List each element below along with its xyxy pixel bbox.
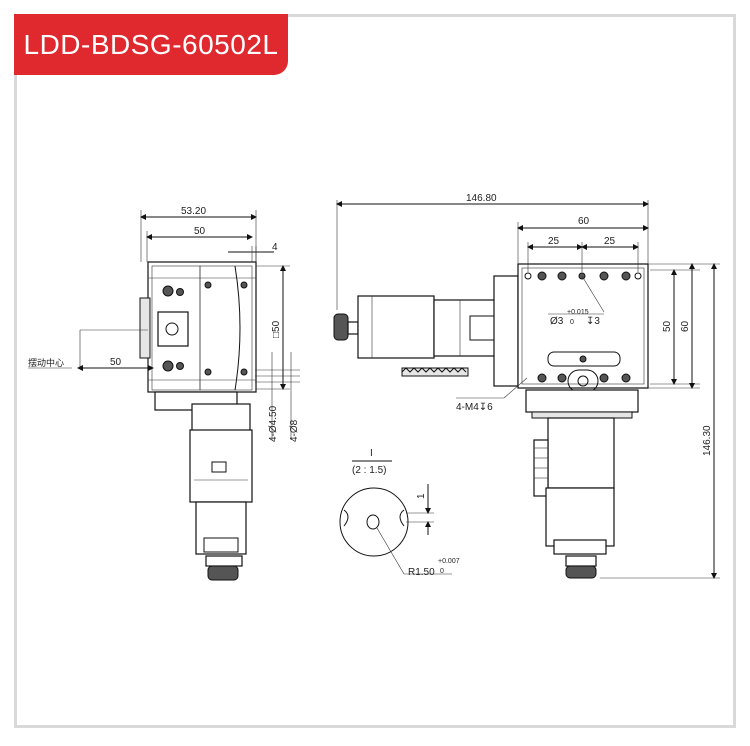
pivot-label: 摆动中心 — [28, 357, 64, 368]
left-view: 53.20 50 4 □50 4-Ø4.50 4-Ø8 摆动中心 50 — [28, 206, 300, 581]
left-motor — [189, 429, 253, 503]
right-motor — [357, 295, 435, 359]
dim-pin-hole: Ø3 — [550, 316, 564, 327]
detail-dim-gap: 1 — [416, 493, 427, 499]
dim-width: 50 — [194, 226, 206, 237]
dim-hole-small: 4-Ø4.50 — [268, 405, 279, 442]
detail-radius-tol-lower: 0 — [440, 568, 444, 575]
dim-thread: 4-M4↧6 — [456, 402, 493, 413]
dim-overall-width: 53.20 — [181, 206, 206, 217]
dim-hole-large: 4-Ø8 — [289, 419, 300, 442]
dim-pivot: 50 — [110, 357, 122, 368]
detail-radius-tol-upper: +0.007 — [438, 558, 460, 565]
dim-pin-depth: ↧3 — [586, 316, 600, 327]
detail-scale: (2 : 1.5) — [352, 465, 386, 476]
dim-side-50: 50 — [662, 320, 673, 332]
dim-offset: 4 — [272, 242, 278, 253]
dim-25-right: 25 — [604, 236, 616, 247]
detail-view: I (2 : 1.5) 1 R1.50 +0.007 0 — [339, 448, 460, 578]
dim-total-length: 146.80 — [466, 193, 497, 204]
dim-top-60: 60 — [578, 216, 590, 227]
model-title: LDD-BDSG-60502L — [14, 14, 288, 75]
dim-total-height: 146.30 — [702, 425, 713, 456]
dim-side-60: 60 — [680, 320, 691, 332]
detail-circle — [339, 487, 409, 557]
right-stage-body — [517, 263, 649, 389]
dim-square: □50 — [271, 320, 282, 338]
dim-pin-tol-upper: +0.015 — [567, 309, 589, 316]
dim-25-left: 25 — [548, 236, 560, 247]
right-view: 146.80 60 25 25 Ø3 +0.015 0 ↧3 50 60 4-M… — [333, 193, 720, 579]
detail-label: I — [370, 448, 373, 459]
detail-dim-radius: R1.50 — [408, 567, 435, 578]
dim-pin-tol-lower: 0 — [570, 319, 574, 326]
